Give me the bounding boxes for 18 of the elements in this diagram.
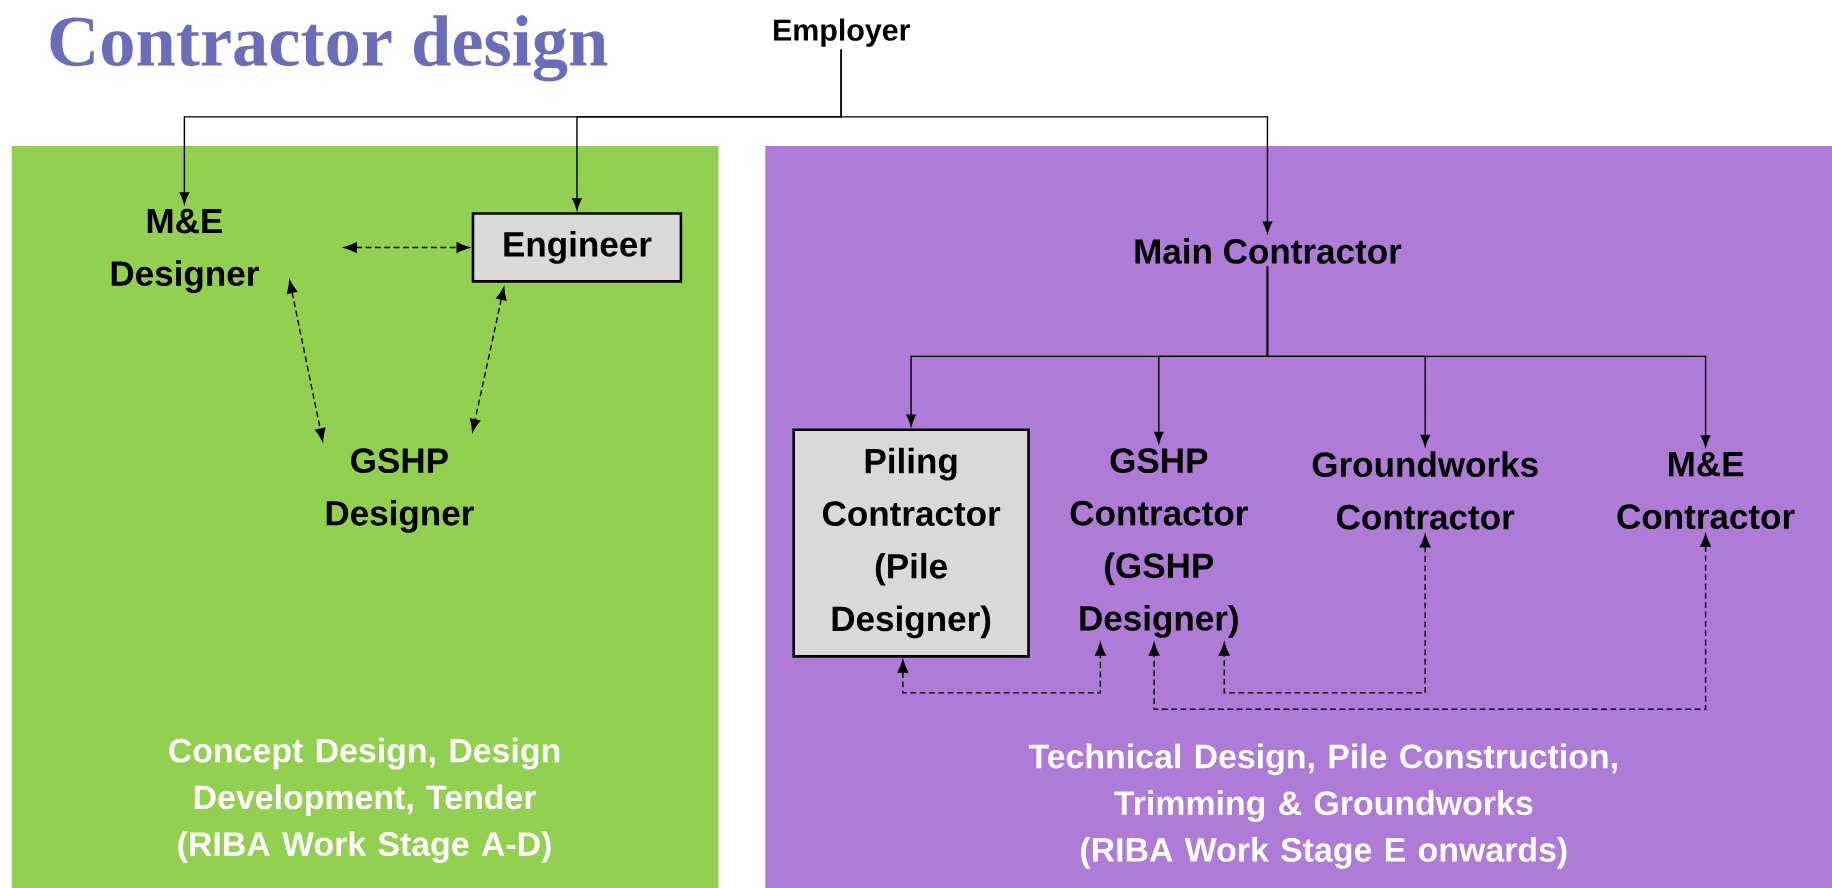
arrow [343, 242, 470, 253]
label-text: M&E Designer [111, 208, 259, 294]
role-box: Piling Contractor (Pile Designer) [792, 428, 1030, 658]
label-text: M&E Contractor [1617, 451, 1795, 530]
label-text: Groundworks Contractor [1312, 451, 1538, 530]
label-text: Main Contractor [1135, 238, 1402, 264]
arrow [897, 642, 1106, 694]
arrow [840, 48, 1273, 234]
label-text: Employer [774, 18, 910, 47]
arrow [469, 287, 507, 432]
title: Contractor design [50, 15, 608, 82]
role-box: Engineer [471, 212, 683, 283]
arrow [1218, 534, 1431, 694]
label-text: GSHP Designer [326, 448, 474, 533]
arrow [1266, 265, 1711, 448]
arrow [1148, 533, 1711, 710]
label-text: GSHP Contractor (GSHP Designer) [1070, 448, 1248, 638]
arrow [286, 280, 326, 442]
